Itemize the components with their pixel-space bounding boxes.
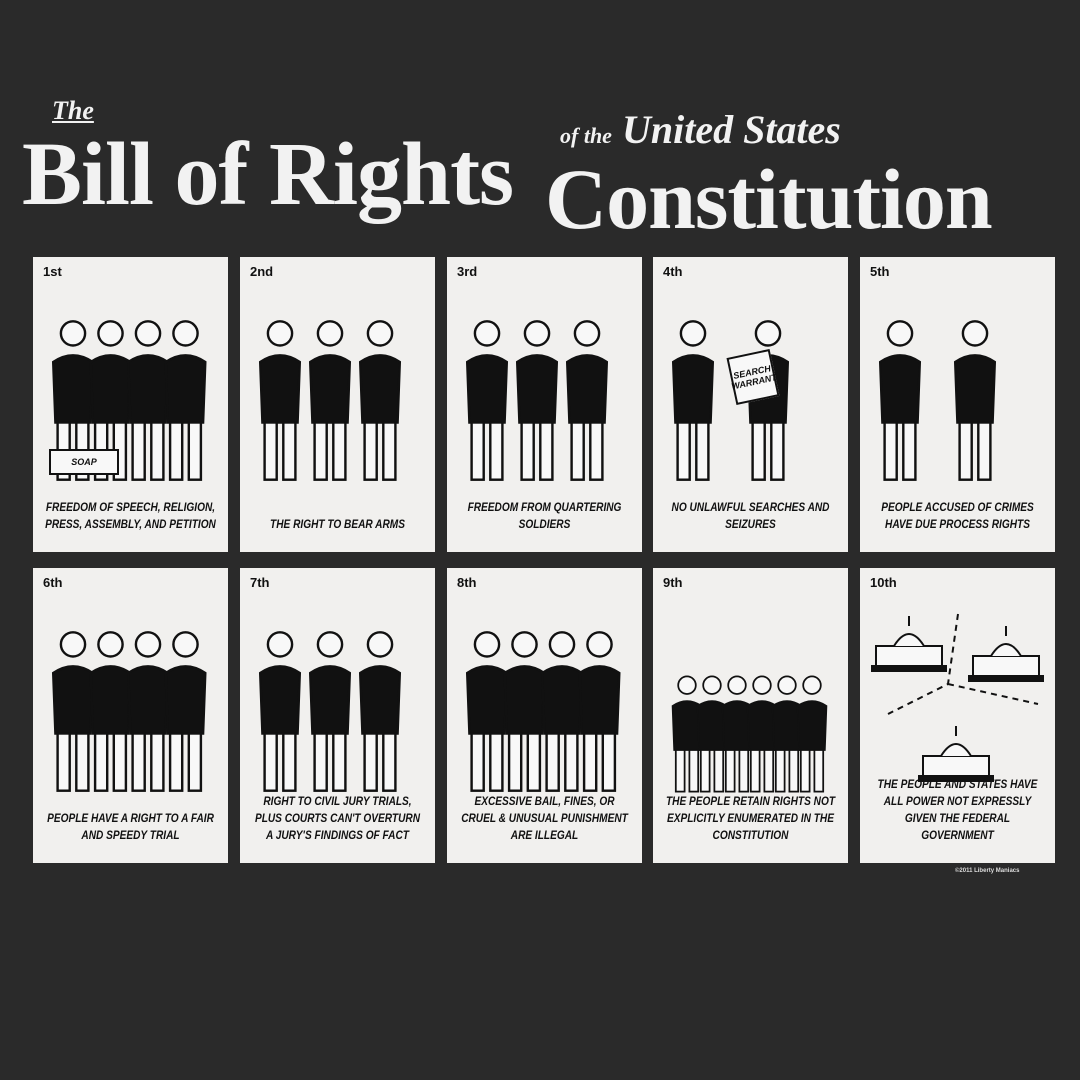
title-the: The (52, 96, 94, 125)
amendment-caption: Freedom of speech, religion, press, asse… (45, 502, 216, 531)
soapbox-sign: SOAP (49, 449, 119, 475)
amendment-panel: 10th The people and states have all powe… (860, 568, 1055, 863)
amendment-number: 1st (43, 264, 62, 279)
title-bill-of-rights: Bill of Rights (22, 125, 514, 224)
amendment-illustration (878, 320, 997, 481)
amendment-illustration (465, 631, 621, 792)
amendment-illustration (258, 631, 402, 792)
amendment-panel: 3rd Freedom from quartering soldiers (447, 257, 642, 552)
amendment-illustration (671, 675, 828, 793)
amendment-number: 4th (663, 264, 683, 279)
amendment-illustration (258, 320, 402, 481)
amendment-panel: 2nd The right to bear arms (240, 257, 435, 552)
amendment-panel: 9th The people retain rights not explici… (653, 568, 848, 863)
amendment-caption: Right to civil jury trials, plus courts … (254, 796, 421, 842)
amendment-panel: 5th People accused of crimes have due pr… (860, 257, 1055, 552)
amendment-number: 8th (457, 575, 477, 590)
amendment-panel: 8th Excessive bail, fines, or cruel & un… (447, 568, 642, 863)
amendment-caption: No unlawful searches and seizures (671, 502, 830, 531)
amendment-caption: The people and states have all power not… (877, 779, 1038, 842)
title-united-states: of the United States (560, 110, 841, 150)
sign-text: SEARCH WARRANT (730, 363, 778, 392)
capitol-buildings-illustration (871, 613, 1044, 782)
amendment-caption: The right to bear arms (270, 519, 405, 531)
amendment-panel: 7th Right to civil jury trials, plus cou… (240, 568, 435, 863)
amendment-illustration (51, 631, 207, 792)
amendment-number: 7th (250, 575, 270, 590)
amendment-caption: The people retain rights not explicitly … (665, 796, 836, 842)
amendment-number: 5th (870, 264, 890, 279)
title-of-the: of the (560, 123, 612, 148)
amendment-panel: 6th People have a right to a fair and sp… (33, 568, 228, 863)
amendment-caption: People accused of crimes have due proces… (881, 502, 1034, 531)
amendment-number: 2nd (250, 264, 274, 279)
amendment-number: 10th (870, 575, 897, 590)
title-constitution: Constitution (545, 151, 993, 247)
amendment-illustration (465, 320, 609, 481)
amendment-panel: 1st SOAP Freedom of speech, religion, pr… (33, 257, 228, 552)
amendment-caption: Excessive bail, fines, or cruel & unusua… (461, 796, 628, 842)
amendment-number: 6th (43, 575, 63, 590)
amendment-caption: People have a right to a fair and speedy… (47, 813, 214, 842)
amendment-number: 9th (663, 575, 683, 590)
amendment-panel: 4th SEARCH WARRANT No unlawful searches … (653, 257, 848, 552)
title-united-states-text: United States (621, 107, 841, 152)
copyright: ©2011 Liberty Maniacs (955, 868, 1020, 874)
amendment-number: 3rd (457, 264, 478, 279)
sign-text: SOAP (71, 457, 97, 467)
amendment-caption: Freedom from quartering soldiers (467, 502, 622, 531)
